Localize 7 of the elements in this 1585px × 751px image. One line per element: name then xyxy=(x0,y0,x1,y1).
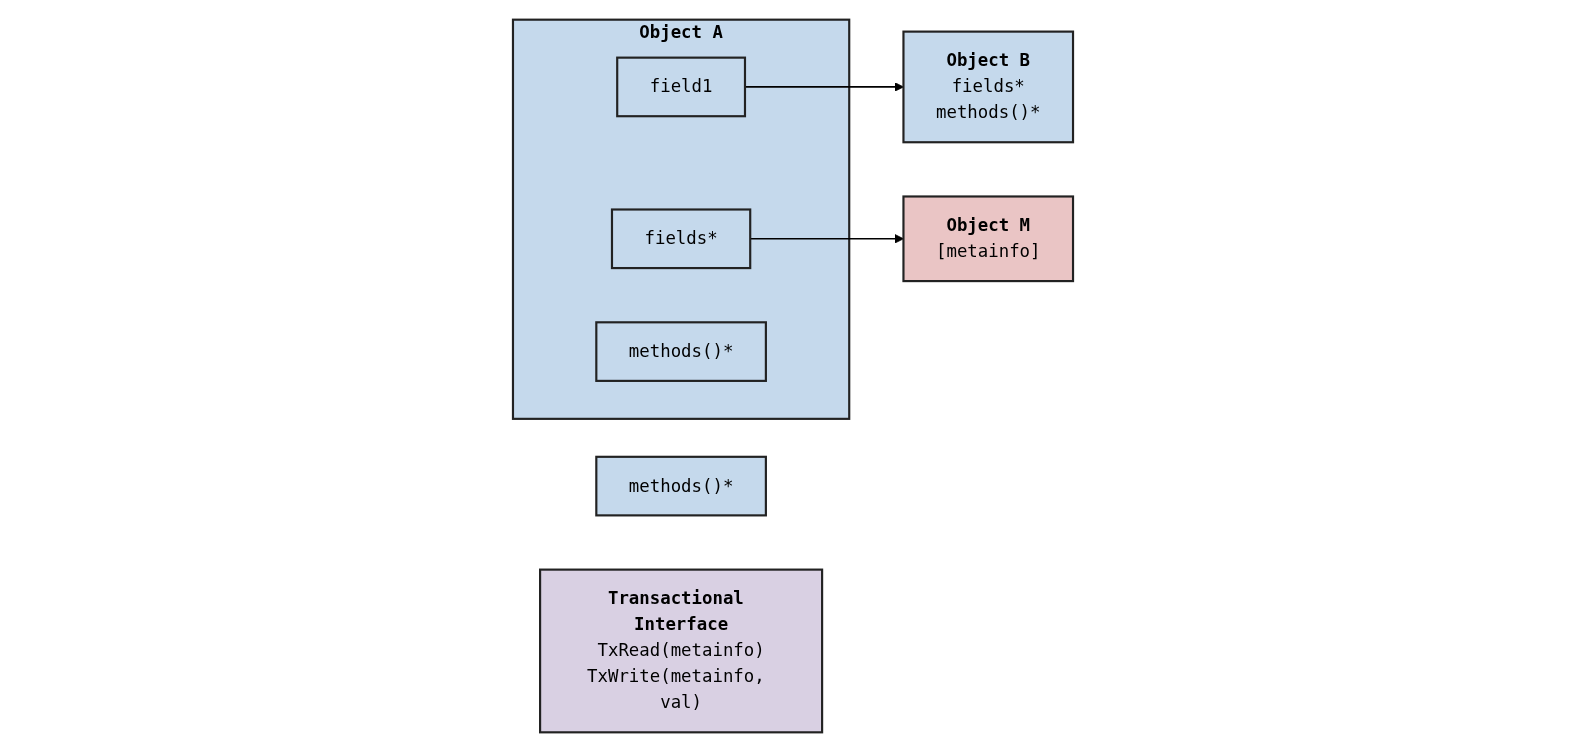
node-box: methods()* xyxy=(594,455,767,516)
node-box: methods()* xyxy=(594,320,767,382)
node-box: Transactional Interface TxRead(metainfo) TxWrite(metainfo, val) xyxy=(538,568,823,733)
node-box: fields* xyxy=(610,207,751,269)
node-box: Object M [metainfo] xyxy=(901,194,1074,282)
node-box: field1 xyxy=(615,56,746,117)
node-box: Object B fields* methods()* xyxy=(901,30,1074,143)
